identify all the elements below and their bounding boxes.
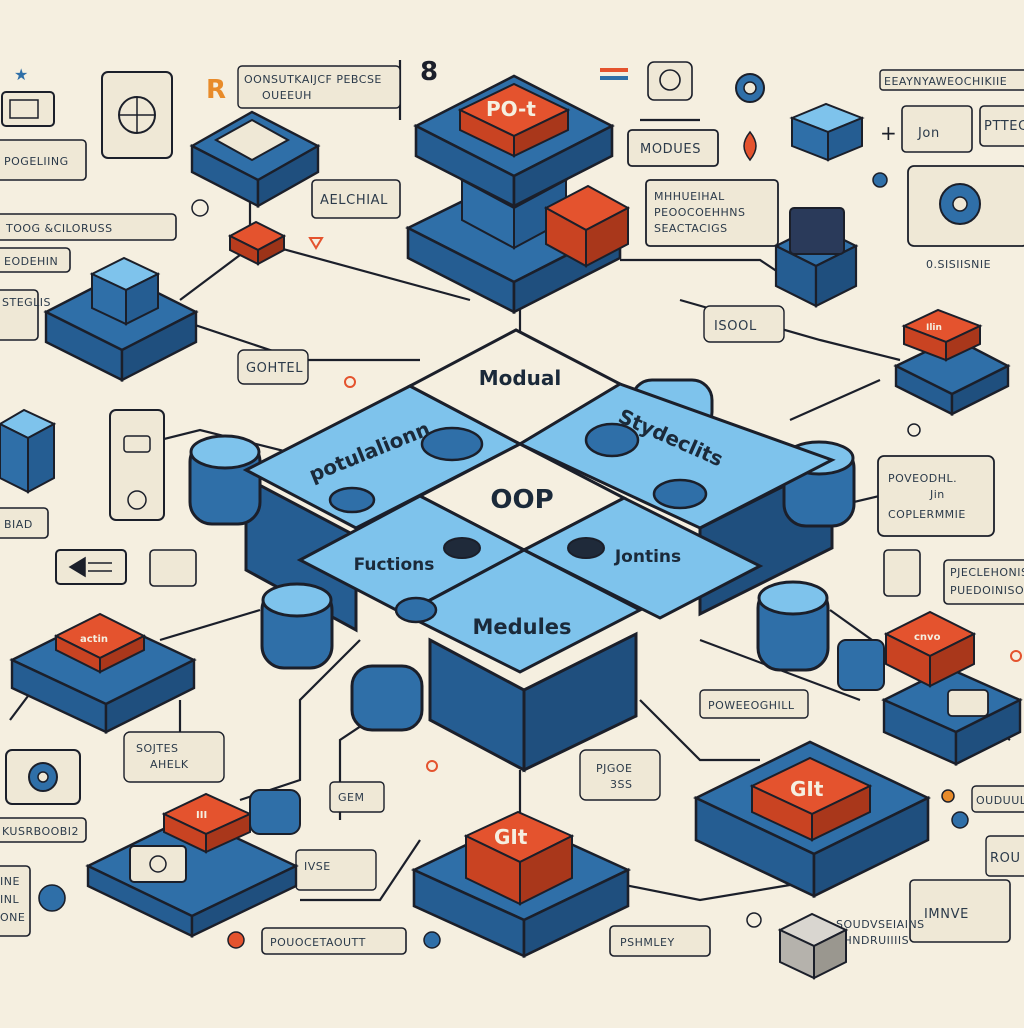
pjgoe-label: PJGOE [596, 762, 633, 775]
play-icon [68, 556, 112, 578]
ouduu-label: OUDUUL [976, 794, 1024, 807]
bottom-left-block: III [85, 789, 301, 938]
jin-label: Jin [929, 488, 945, 501]
poveod-label: POVEODHL. [888, 472, 957, 485]
central-puzzle: Modual potulalionn Stydeclits OOP Fuctio… [188, 328, 856, 773]
mid-card-line-1: MHHUEIHAL [654, 190, 725, 203]
top-tower: PO-t [405, 74, 631, 315]
puzzle-knob-left [249, 789, 301, 835]
git-center-label: GIt [494, 825, 528, 849]
git-right-block: GIt [693, 740, 931, 899]
header-left-sub: OUEEUH [262, 89, 312, 102]
poweeoghill-label: POWEEOGHILL [708, 699, 795, 712]
left-tall-block [43, 256, 199, 382]
star-icon: ★ [14, 65, 28, 84]
gem-label: GEM [338, 791, 364, 804]
right-red-block: Ilin [893, 308, 1011, 416]
gear-icon-right [939, 183, 981, 225]
left-tag-4: STEGLIS [2, 296, 51, 309]
right-tag-1: 0.SISIISNIE [926, 258, 991, 271]
small-left-red-label: actin [80, 634, 108, 645]
rou-label: ROU [990, 851, 1021, 866]
bottom-left-red-label: III [196, 810, 207, 821]
right-cards: EEAYNYAWEOCHIKIIE Jon PTTEC 0.SISIISNIE … [699, 69, 1024, 943]
puzzle-label-core: OOP [490, 485, 553, 515]
soutes-label: SOJTES [136, 742, 179, 755]
top-cards: OONSUTKAIJCF PEBCSE OUEEUH R 8 AELCHIAL … [206, 57, 779, 247]
puzzle-knob-right [837, 639, 885, 691]
left-tag-3: EODEHIN [4, 255, 58, 268]
bottom-cards: GOHTEL SOJTES AHELK PJGOE 3SS GEM IVSE P… [123, 349, 925, 957]
pshmley-label: PSHMLEY [620, 936, 675, 949]
mid-card-line-3: SEACTACIGS [654, 222, 728, 235]
souds-label: SOUDVSEIAINS [836, 918, 925, 931]
circle-icon [127, 490, 147, 510]
ahelk-label: AHELK [150, 758, 189, 771]
left-card-label: AELCHIAL [320, 193, 388, 208]
copermie-label: COPLERMMIE [888, 508, 966, 521]
puzzle-label-top: Modual [479, 366, 562, 390]
small-red-cube [227, 220, 287, 266]
virus-icon [951, 811, 969, 829]
clock-icon [129, 845, 187, 883]
gothel-label: GOHTEL [246, 361, 303, 376]
small-right-red-label: Ilin [926, 323, 942, 333]
piece-right [516, 382, 836, 530]
decorations: ★ + [14, 65, 1022, 949]
r-glyph: R [206, 75, 226, 105]
puzzle-label-bottom-left: Fuctions [354, 555, 435, 575]
gem-icon [947, 689, 989, 717]
figure-glyph: 8 [420, 57, 438, 87]
far-left-cube [0, 408, 57, 494]
poudrce-label: POUOCETAOUTT [270, 936, 366, 949]
box-icon [789, 207, 845, 255]
globe-icon-small [38, 884, 66, 912]
window-icon [9, 99, 39, 119]
one-tag: ONE [0, 911, 25, 924]
top-right-block [773, 102, 865, 308]
left-cards: POGELIING TOOG &CILORUSS EODEHIN STEGLIS… [0, 71, 197, 937]
left-red-block: actin [9, 612, 197, 734]
right-tag-2: ISOOL [714, 319, 757, 334]
jon-label: Jon [917, 126, 940, 141]
git-right-label: GIt [790, 777, 824, 801]
right-mid-block: cnvo [837, 610, 1023, 766]
pin-icon [743, 130, 757, 162]
kusrbo-tag: KUSRBOOBI2 [2, 825, 79, 838]
bug-icon [227, 931, 245, 949]
plus-icon: + [880, 121, 897, 145]
pttec-label: PTTEC [984, 119, 1024, 134]
puzzle-label-bottom: Medules [472, 615, 571, 639]
git-center-block: GIt [410, 810, 632, 959]
left-tag-5: BIAD [4, 518, 33, 531]
shnd-label: SHNDRUIIIIS [836, 934, 909, 947]
right-mid-red-label: cnvo [914, 632, 941, 643]
piece-bottom [400, 548, 644, 674]
header-left-title: OONSUTKAIJCF PEBCSE [244, 73, 382, 86]
lnl-tag: INL [0, 893, 19, 906]
ine-tag: INE [0, 875, 20, 888]
top-tower-label: PO-t [486, 97, 536, 121]
imnve-label: IMNVE [924, 907, 969, 922]
cloud-icon [659, 69, 681, 91]
bottom-grey-cube [777, 912, 849, 980]
pueclr-label: PJECLEHONIS [950, 566, 1024, 579]
vse-label: IVSE [304, 860, 331, 873]
modules-card: MODUES [640, 142, 701, 157]
top-right-header: EEAYNYAWEOCHIKIIE [884, 75, 1007, 88]
left-tag-2: TOOG &CILORUSS [5, 222, 113, 235]
pjgoe-sub: 3SS [610, 778, 632, 791]
gear-icon [28, 762, 58, 792]
puedoinisoo-label: PUEDOINISO [950, 584, 1024, 597]
mid-card-line-2: PEOOCOEHHNS [654, 206, 745, 219]
left-tag-1: POGELIING [4, 155, 69, 168]
top-left-block [189, 110, 321, 209]
puzzle-label-bottom-right: Jontins [614, 547, 681, 567]
toggle-icon [123, 435, 151, 453]
gear-dot-icon [872, 172, 888, 188]
